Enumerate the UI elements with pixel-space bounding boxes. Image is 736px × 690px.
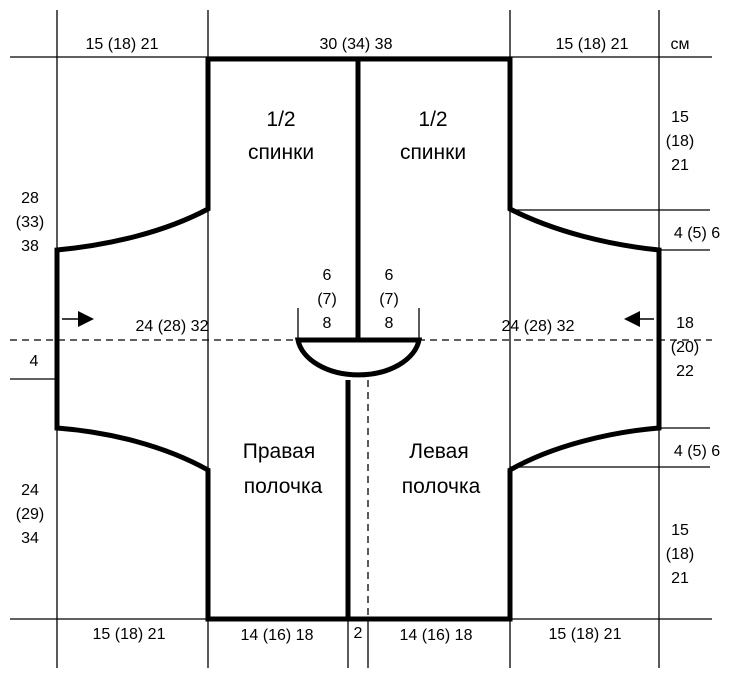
dim-left-upper-3: 38 — [21, 238, 39, 255]
dim-left-lower-1: 24 — [21, 482, 39, 499]
dim-bottom-right-shoulder: 15 (18) 21 — [549, 626, 622, 643]
dim-left-upper-1: 28 — [21, 190, 39, 207]
dim-bottom-front-right: 14 (16) 18 — [241, 627, 314, 644]
dim-right-upper-1: 15 — [671, 109, 689, 126]
dim-left-lower-2: (29) — [16, 506, 44, 523]
dim-right-middle-1: 18 — [676, 315, 694, 332]
label-front-left-2: полочка — [402, 475, 481, 498]
dim-right-lower-2: (18) — [666, 546, 694, 563]
neckline-path — [294, 337, 423, 378]
dim-neck-right-1: 6 — [385, 267, 394, 284]
dim-bottom-front-left: 14 (16) 18 — [400, 627, 473, 644]
garment-outline — [54, 56, 662, 622]
dim-bottom-band: 2 — [354, 625, 363, 642]
label-back-right-1: 1/2 — [418, 108, 447, 131]
dim-right-upper-2: (18) — [666, 133, 694, 150]
dim-bottom-left-shoulder: 15 (18) 21 — [93, 626, 166, 643]
dim-right-armhole-bottom: 4 (5) 6 — [674, 443, 720, 460]
dim-top-back-width: 30 (34) 38 — [320, 36, 393, 53]
dim-left-gap: 4 — [30, 353, 39, 370]
dim-neck-left-2: (7) — [317, 291, 337, 308]
label-back-left-1: 1/2 — [266, 108, 295, 131]
arrow-right-icon — [78, 311, 94, 327]
dim-neck-left-1: 6 — [323, 267, 332, 284]
dim-left-upper-2: (33) — [16, 214, 44, 231]
dim-right-middle-3: 22 — [676, 363, 694, 380]
dashed-guides — [10, 339, 712, 619]
body-outline-path — [54, 56, 662, 622]
dim-neck-right-2: (7) — [379, 291, 399, 308]
dim-right-upper-3: 21 — [671, 157, 689, 174]
dim-neck-right-3: 8 — [385, 315, 394, 332]
label-front-left-1: Левая — [409, 440, 468, 463]
dim-right-middle-2: (20) — [671, 339, 699, 356]
dim-right-armhole-top: 4 (5) 6 — [674, 225, 720, 242]
label-front-right-2: полочка — [244, 475, 323, 498]
label-back-left-2: спинки — [248, 141, 314, 164]
dim-top-right-shoulder: 15 (18) 21 — [556, 36, 629, 53]
dim-right-lower-3: 21 — [671, 570, 689, 587]
dim-left-lower-3: 34 — [21, 530, 39, 547]
dim-left-arrow-label: 24 (28) 32 — [136, 318, 209, 335]
dim-units: см — [671, 36, 690, 53]
arrow-left-icon — [624, 311, 640, 327]
dim-right-lower-1: 15 — [671, 522, 689, 539]
label-front-right-1: Правая — [243, 440, 315, 463]
dim-right-arrow-label: 24 (28) 32 — [502, 318, 575, 335]
arrows — [62, 311, 654, 327]
label-back-right-2: спинки — [400, 141, 466, 164]
dim-neck-left-3: 8 — [323, 315, 332, 332]
dim-top-left-shoulder: 15 (18) 21 — [86, 36, 159, 53]
